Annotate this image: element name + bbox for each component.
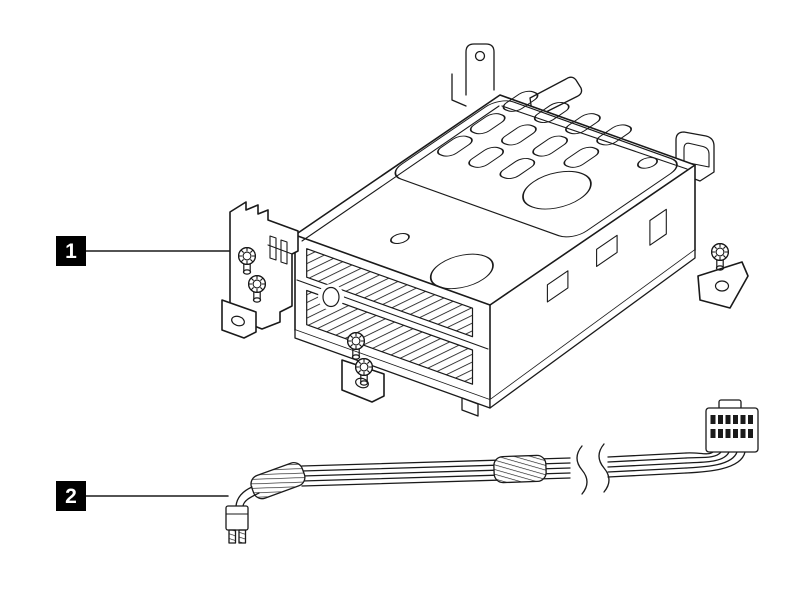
left-mounting-bracket [221,201,299,339]
top-small-hole [390,233,410,244]
cage-right-face [546,208,667,303]
mounting-foot-left-hole [231,315,245,327]
callout-1-label: 1 [65,239,77,263]
mounting-foot-front-hole [355,377,369,389]
cage-front-face [296,248,489,385]
top-large-hole [522,170,592,210]
thumbscrew-5 [710,242,730,271]
connector-multi-pin [705,399,759,453]
connector-pins [710,415,753,438]
cable-assembly [225,399,759,544]
mounting-foot-left [221,299,257,339]
cable-bundle-right [607,451,746,478]
callout-2-label: 2 [65,484,77,508]
cable-tail-left [235,486,260,507]
top-vent-slots [437,90,633,179]
callout-1-badge: 1 [56,236,86,266]
cage-top-face [390,90,678,290]
top-small-hole-2 [637,157,658,169]
cage-base-lip [294,249,696,417]
front-vent-band-1 [306,248,474,338]
cable-wrap-left [250,462,306,500]
callout-2-badge: 2 [56,481,86,511]
mounting-foot-right-hole [714,280,730,292]
drive-cage-assembly [221,43,749,417]
mounting-foot-right [697,261,749,309]
cable-wrap-middle [493,454,547,484]
top-tray-outline [394,100,678,238]
cable-break-symbol [576,443,610,495]
connector-2pin [225,505,249,544]
front-vent-band-2 [306,289,474,385]
top-large-hole-2 [429,253,494,290]
front-round-hole [322,286,340,308]
